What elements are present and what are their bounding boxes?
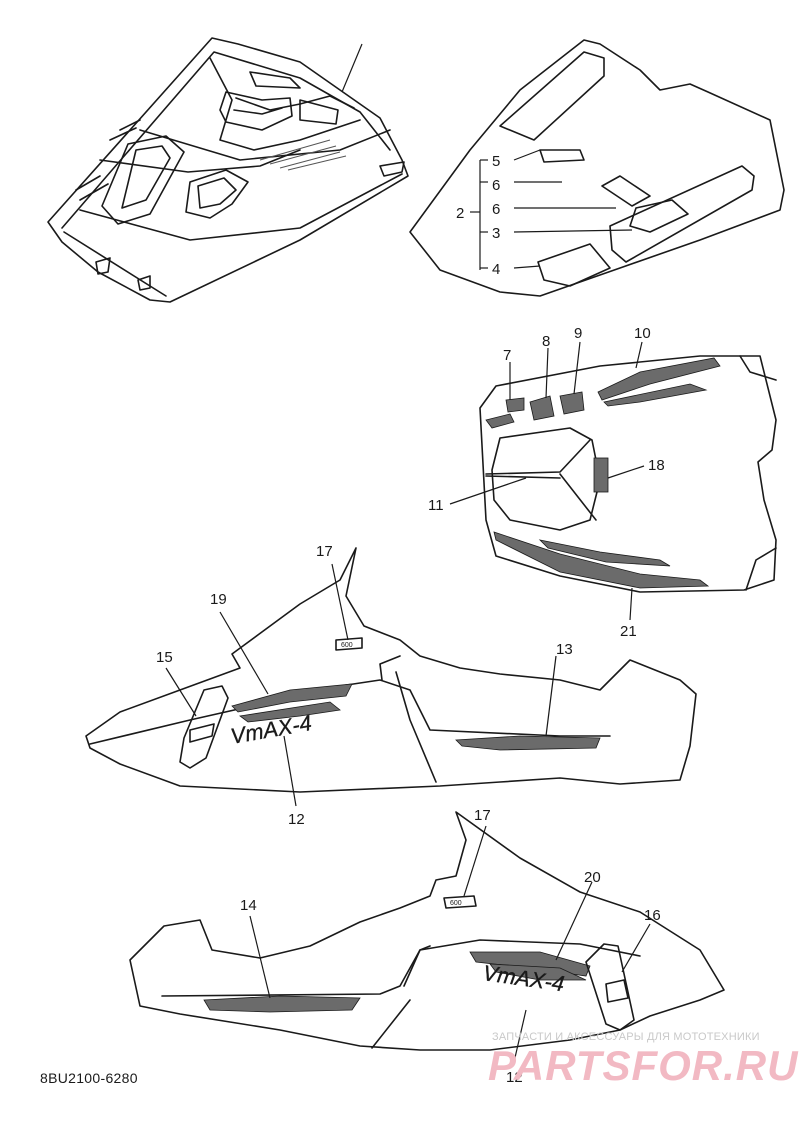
callout-7: 7 xyxy=(503,347,511,364)
callout-6-upper: 6 xyxy=(492,177,500,194)
hood-top-decals xyxy=(409,39,785,297)
callout-11: 11 xyxy=(428,497,444,514)
callout-9: 9 xyxy=(574,325,582,342)
callout-4: 4 xyxy=(492,261,500,278)
right-side-body xyxy=(129,811,725,1063)
badge-number-left: 600 xyxy=(341,642,353,649)
callout-19: 19 xyxy=(210,591,227,608)
hood-front-decals xyxy=(449,341,777,621)
callout-6-lower: 6 xyxy=(492,201,500,218)
callout-2: 2 xyxy=(456,205,464,222)
left-side-body xyxy=(85,547,697,807)
hood-assembly xyxy=(47,37,409,303)
badge-number-right: 600 xyxy=(450,900,462,907)
callout-18: 18 xyxy=(648,457,665,474)
callout-17-right: 17 xyxy=(474,807,491,824)
callout-20: 20 xyxy=(584,869,601,886)
callout-14: 14 xyxy=(240,897,257,914)
callout-17-left: 17 xyxy=(316,543,333,560)
callout-16: 16 xyxy=(644,907,661,924)
callout-8: 8 xyxy=(542,333,550,350)
callout-13: 13 xyxy=(556,641,573,658)
callout-5: 5 xyxy=(492,153,500,170)
model-logo-right: VmAX-4 xyxy=(481,960,566,996)
callout-10: 10 xyxy=(634,325,651,342)
callout-3: 3 xyxy=(492,225,500,242)
callout-15: 15 xyxy=(156,649,173,666)
watermark-tagline: ЗАПЧАСТИ И АКСЕССУАРЫ ДЛЯ МОТОТЕХНИКИ xyxy=(492,1031,760,1043)
watermark-brand: PARTSFOR.RU xyxy=(488,1042,799,1089)
diagram-part-code: 8BU2100-6280 xyxy=(40,1070,138,1086)
callout-labels: 2 3 4 5 6 6 7 8 9 10 11 12 12 13 14 15 1… xyxy=(156,153,665,1086)
callout-12-right: 12 xyxy=(506,1069,523,1086)
callout-12-left: 12 xyxy=(288,811,305,828)
callout-21: 21 xyxy=(620,623,637,640)
